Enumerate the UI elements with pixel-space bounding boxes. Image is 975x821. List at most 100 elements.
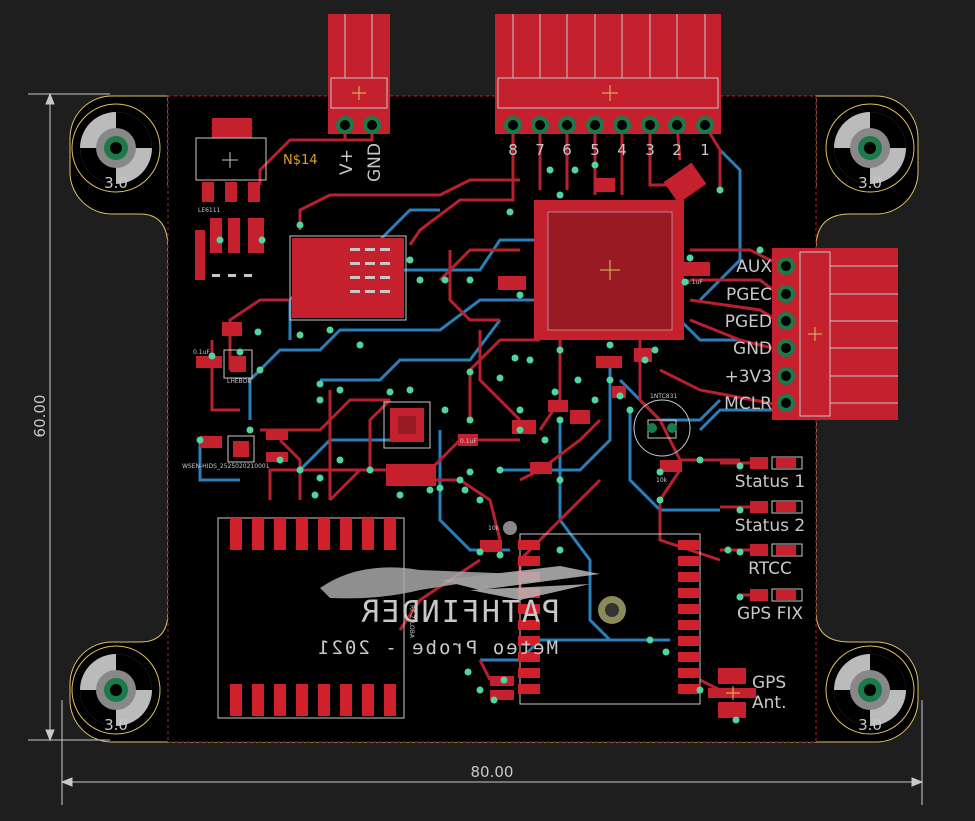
via [496, 551, 504, 559]
dimension-height-label: 60.00 [31, 395, 49, 438]
top-connector-pin-label: 3 [645, 141, 655, 159]
via [516, 426, 524, 434]
via [662, 648, 670, 656]
programming-pin-label: MCLR [724, 394, 772, 414]
net-label: N$14 [283, 153, 318, 168]
via [216, 236, 224, 244]
via [396, 491, 404, 499]
via [496, 466, 504, 474]
via [441, 276, 449, 284]
gps-module [503, 521, 701, 705]
top-connector [495, 14, 721, 134]
via [256, 366, 264, 374]
via [506, 208, 514, 216]
via [311, 491, 319, 499]
led-label: GPS FIX [737, 604, 803, 624]
thermistor-label: 1NTC831 [650, 393, 677, 400]
led-label: RTCC [748, 559, 792, 579]
programming-pin-label: PGED [725, 312, 772, 332]
dimension-height [28, 92, 110, 742]
top-connector-pin-label: 5 [590, 141, 600, 159]
pathfinder-logo [320, 566, 600, 600]
via [296, 466, 304, 474]
microcontroller [534, 200, 684, 340]
via [416, 276, 424, 284]
via [496, 374, 504, 382]
top-connector-pin-label: 6 [562, 141, 572, 159]
via [541, 436, 549, 444]
via [406, 386, 414, 394]
via [258, 236, 266, 244]
via [316, 474, 324, 482]
programming-pin-label: AUX [736, 257, 772, 277]
via [336, 386, 344, 394]
via [464, 668, 472, 676]
res-label-1: 10k [656, 477, 668, 484]
cap-label-3: 0.1uF [686, 279, 703, 286]
mount-hole-label: 3.0 [858, 716, 882, 734]
via [296, 331, 304, 339]
via [686, 254, 694, 262]
top-connector-pin-label: 8 [508, 141, 518, 159]
top-connector-pin-label: 7 [535, 141, 545, 159]
via [556, 346, 564, 354]
pressure-sensor-label: LHEBO8 [227, 378, 251, 385]
via [551, 388, 559, 396]
via [526, 356, 534, 364]
programming-pin-label: +3V3 [724, 367, 772, 387]
radio-module [217, 517, 405, 719]
via [516, 406, 524, 414]
mount-hole [71, 103, 161, 193]
via [556, 476, 564, 484]
via [616, 392, 624, 400]
via [571, 166, 579, 174]
via [736, 548, 744, 556]
via [574, 376, 582, 384]
via [756, 246, 764, 254]
led-label: Status 1 [735, 472, 805, 492]
top-connector-pin-label: 4 [617, 141, 627, 159]
via [316, 396, 324, 404]
via [732, 716, 740, 724]
power-pin-gnd: GND [365, 143, 385, 182]
via [681, 278, 689, 286]
dimension-width [60, 700, 924, 805]
power-connector [328, 14, 390, 134]
mount-hole [825, 645, 915, 735]
via [466, 368, 474, 376]
via [606, 341, 614, 349]
gps-antenna-label-2: Ant. [752, 693, 786, 713]
via [461, 486, 469, 494]
programming-connector [772, 248, 898, 420]
via [736, 593, 744, 601]
via [591, 396, 599, 404]
qfn-chip [383, 401, 431, 449]
via [476, 548, 484, 556]
via [736, 506, 744, 514]
via [500, 676, 508, 684]
humidity-sensor-label: WSEN-HIDS_2525020210001 [182, 463, 270, 470]
via [326, 326, 334, 334]
programming-pin-label: GND [733, 339, 772, 359]
via [436, 484, 444, 492]
via [208, 352, 216, 360]
led-label: Status 2 [735, 516, 805, 536]
via [466, 468, 474, 476]
humidity-sensor [227, 435, 255, 463]
via [316, 380, 324, 388]
via [626, 406, 634, 414]
via [606, 376, 614, 384]
via [490, 696, 498, 704]
via [254, 328, 262, 336]
via [516, 291, 524, 299]
via [556, 416, 564, 424]
via [724, 546, 732, 554]
via [476, 496, 484, 504]
via [736, 462, 744, 470]
via [336, 456, 344, 464]
via [426, 486, 434, 494]
cap-label-2: 0.1uF [460, 438, 477, 445]
voltage-regulator [195, 118, 267, 280]
via [511, 354, 519, 362]
status-led [750, 588, 803, 602]
